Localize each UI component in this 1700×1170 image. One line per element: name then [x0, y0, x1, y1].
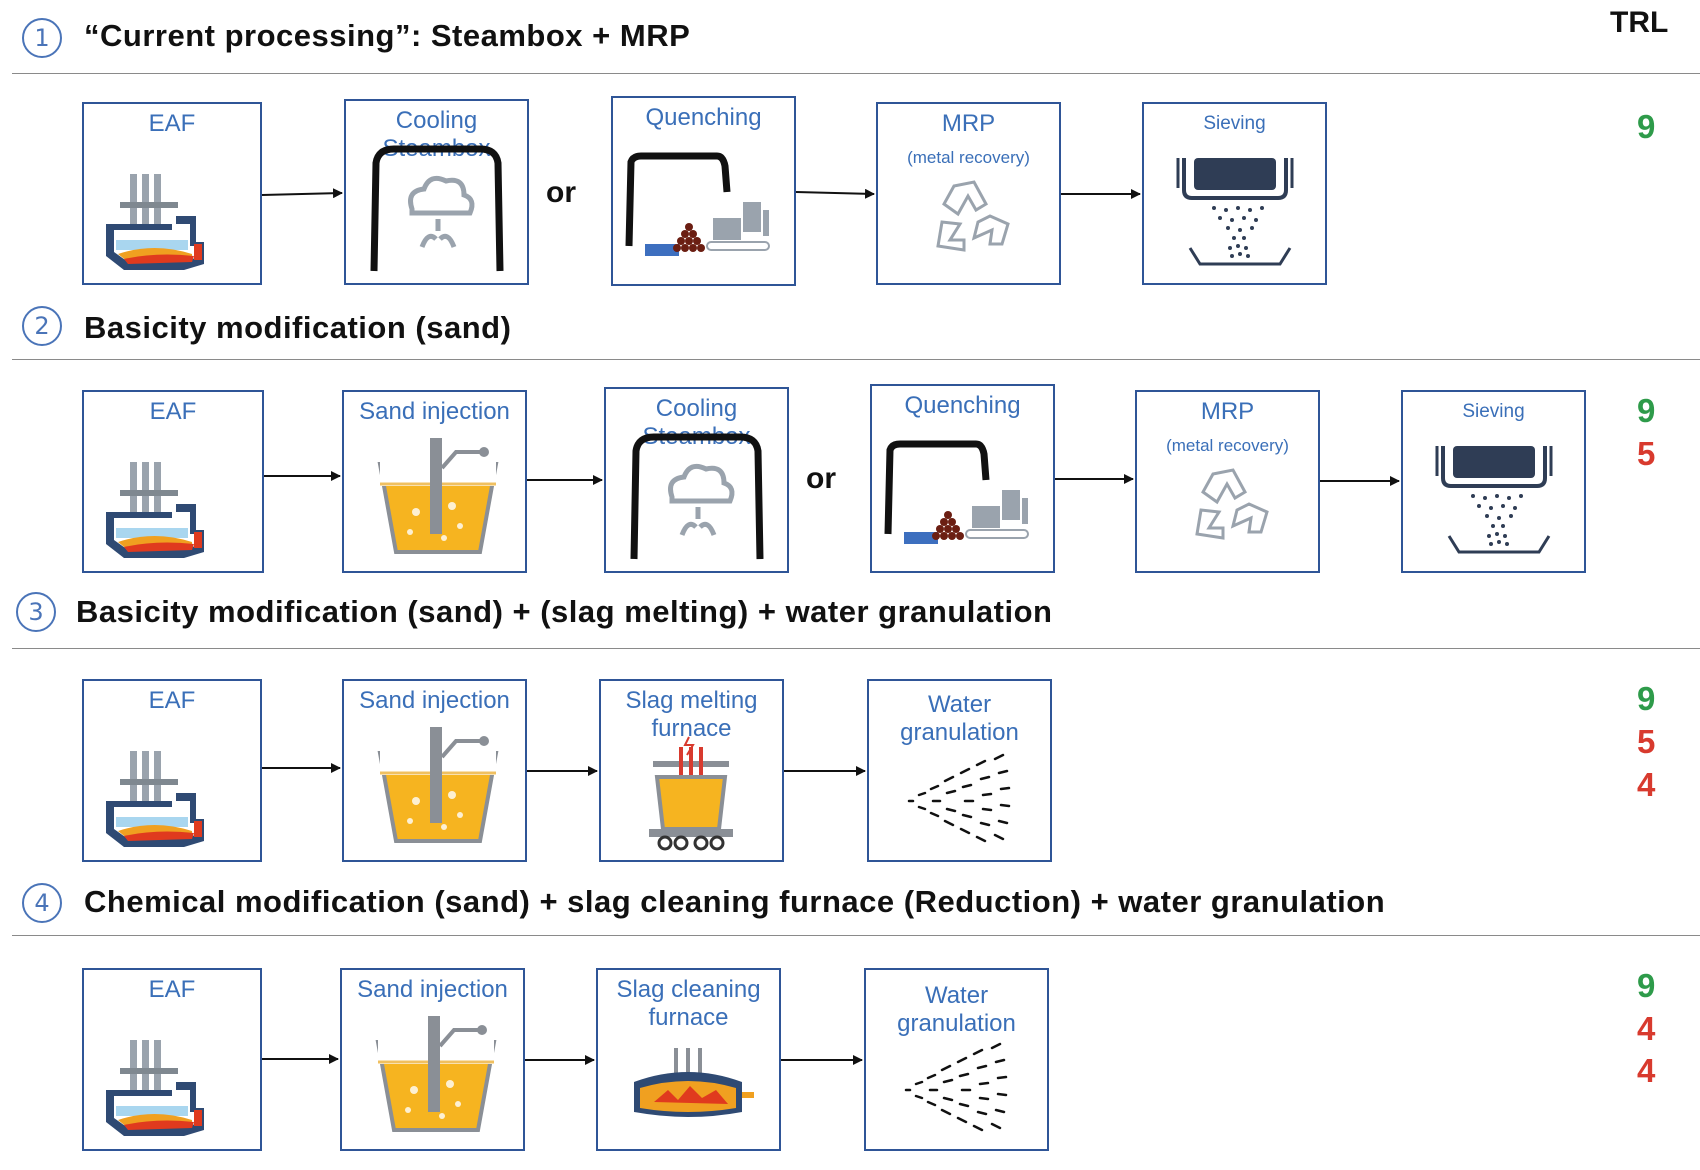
step-label: Sieving: [1203, 113, 1266, 134]
quenching-icon: [625, 152, 770, 256]
step-label: EAF: [149, 398, 197, 425]
step-eaf: EAF: [82, 968, 262, 1151]
step-label: EAF: [148, 687, 196, 714]
section-title: Chemical modification (sand) + slag clea…: [84, 884, 1386, 919]
flow-arrow: [795, 188, 875, 199]
step-mrp: MRP (metal recovery): [1135, 390, 1320, 573]
sieve-icon: [1176, 158, 1294, 266]
step-quenching: Quenching: [870, 384, 1055, 573]
step-water-granulation: Water granulation: [867, 679, 1052, 862]
step-label: Quenching: [904, 392, 1021, 419]
step-mrp: MRP (metal recovery): [876, 102, 1061, 285]
section-title: Basicity modification (sand) + (slag mel…: [76, 594, 1053, 629]
or-label: or: [546, 176, 576, 209]
step-label: Quenching: [645, 104, 762, 131]
step-water-granulation: Water granulation: [864, 968, 1049, 1151]
trl-value: 9: [1637, 392, 1656, 429]
step-slag-melting-furnace: Slag melting furnace: [599, 679, 784, 862]
section-divider: [12, 648, 1700, 649]
or-label: or: [806, 462, 836, 495]
trl-value: 9: [1637, 967, 1656, 1004]
cleaning-furnace-icon: [634, 1048, 754, 1117]
step-label: Water granulation: [897, 982, 1016, 1037]
section-title: “Current processing”: Steambox + MRP: [84, 18, 691, 53]
step-sand-injection: Sand injection: [340, 968, 525, 1151]
trl-value: 4: [1637, 766, 1656, 803]
quenching-icon: [884, 440, 1029, 544]
step-eaf: EAF: [82, 390, 264, 573]
step-sublabel: (metal recovery): [1166, 436, 1289, 455]
step-label: Sand injection: [357, 976, 508, 1003]
flow-arrow: [261, 188, 343, 199]
step-eaf: EAF: [82, 679, 262, 862]
step-label: Slag melting furnace: [625, 687, 758, 742]
step-eaf: EAF: [82, 102, 262, 285]
water-spray-icon: [907, 753, 1011, 843]
step-sieving: Sieving: [1401, 390, 1586, 573]
melting-furnace-icon: [649, 736, 733, 851]
eaf-furnace-icon: [106, 462, 204, 558]
steambox-icon: [630, 433, 764, 560]
step-label: EAF: [148, 110, 196, 137]
step-sieving: Sieving: [1142, 102, 1327, 285]
section-divider: [12, 935, 1700, 936]
section-number-badge: 1: [22, 18, 62, 58]
water-spray-icon: [904, 1042, 1008, 1132]
step-cooling-steambox: Cooling Steambox: [604, 387, 789, 573]
step-sand-injection: Sand injection: [342, 390, 527, 573]
step-label: Slag cleaning furnace: [616, 976, 761, 1031]
step-cooling-steambox: Cooling Steambox: [344, 99, 529, 285]
trl-value: 9: [1637, 680, 1656, 717]
trl-value: 4: [1637, 1010, 1656, 1047]
section-number-badge: 3: [16, 592, 56, 632]
step-sand-injection: Sand injection: [342, 679, 527, 862]
step-label: MRP: [1200, 398, 1255, 425]
recycle-icon: [1195, 468, 1269, 540]
step-label: Sand injection: [359, 687, 510, 714]
sand-injection-icon: [375, 1016, 497, 1132]
trl-value: 5: [1637, 435, 1656, 472]
section-number-badge: 4: [22, 883, 62, 923]
step-label: MRP: [941, 110, 996, 137]
sand-injection-icon: [377, 438, 499, 554]
section-divider: [12, 73, 1700, 74]
trl-value: 5: [1637, 723, 1656, 760]
step-quenching: Quenching: [611, 96, 796, 286]
trl-value: 4: [1637, 1052, 1656, 1089]
recycle-icon: [936, 180, 1010, 252]
sieve-icon: [1435, 446, 1553, 554]
section-title: Basicity modification (sand): [84, 310, 512, 345]
eaf-furnace-icon: [106, 1040, 204, 1136]
step-slag-cleaning-furnace: Slag cleaning furnace: [596, 968, 781, 1151]
trl-value: 9: [1637, 108, 1656, 145]
eaf-furnace-icon: [106, 751, 204, 847]
section-number-badge: 2: [22, 306, 62, 346]
step-sublabel: (metal recovery): [907, 148, 1030, 167]
step-label: Water granulation: [900, 691, 1019, 746]
step-label: Sand injection: [359, 398, 510, 425]
trl-header: TRL: [1610, 6, 1669, 39]
eaf-furnace-icon: [106, 174, 204, 270]
step-label: EAF: [148, 976, 196, 1003]
sand-injection-icon: [377, 727, 499, 843]
step-label: Sieving: [1462, 401, 1525, 422]
steambox-icon: [370, 145, 504, 272]
section-divider: [12, 359, 1700, 360]
